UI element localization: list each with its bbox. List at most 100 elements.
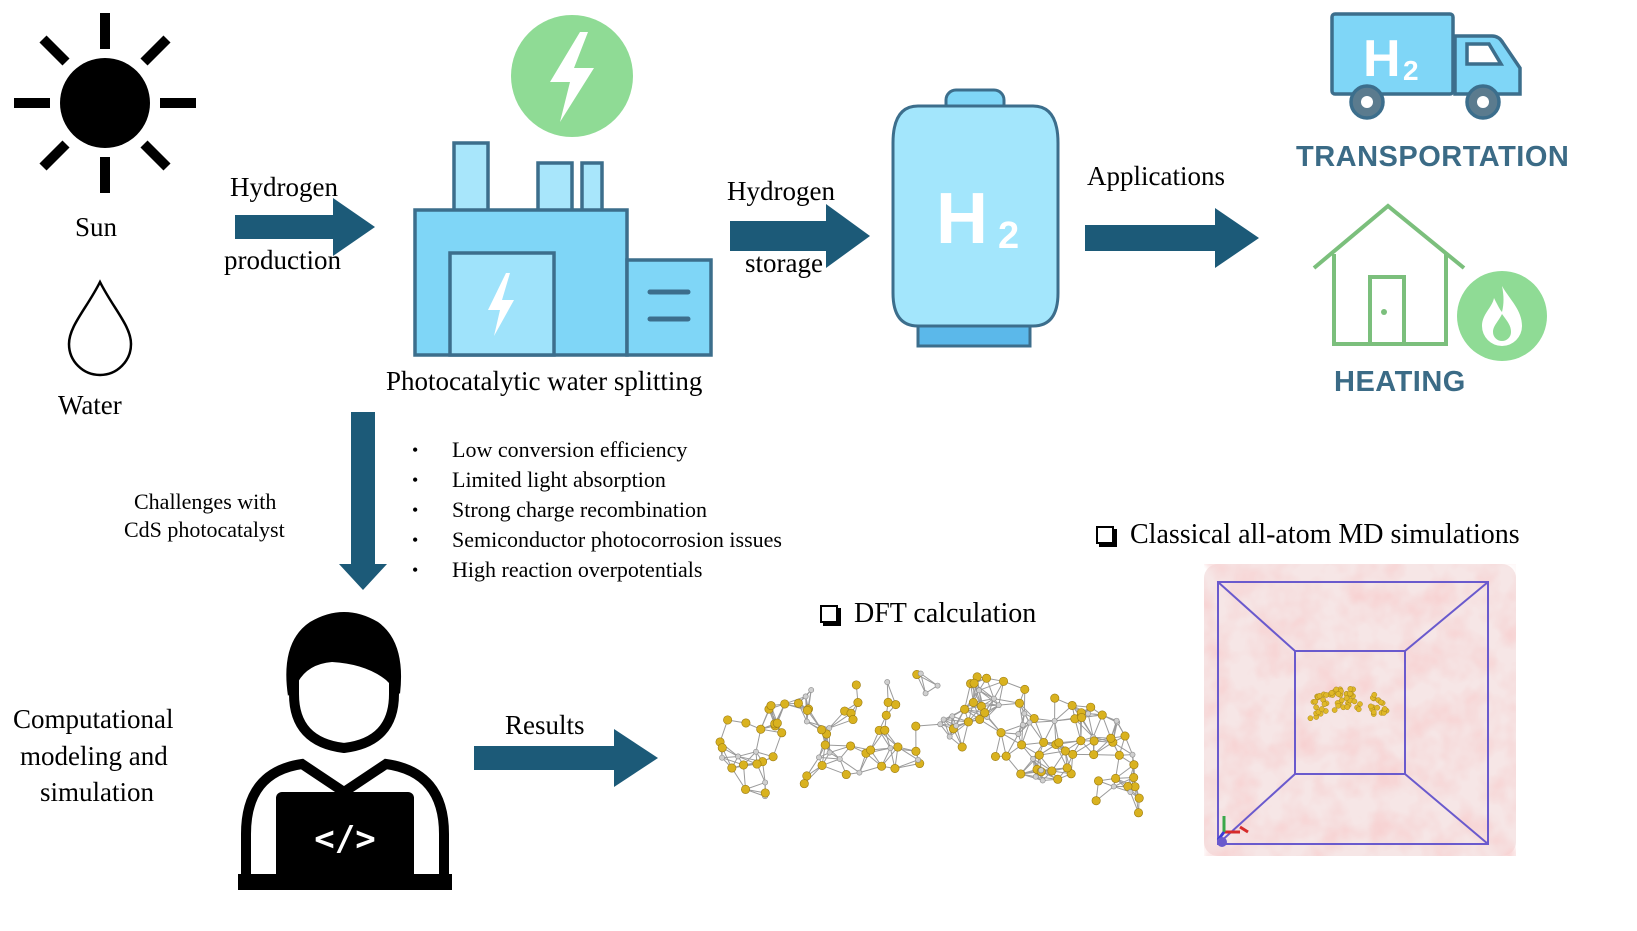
sulfur-atom [1017, 740, 1027, 750]
hydrogen-atom [1032, 773, 1039, 780]
cluster-atom [1312, 698, 1319, 705]
challenge-item: Low conversion efficiency [412, 435, 782, 465]
hydrogen-atom [826, 749, 833, 756]
sulfur-atom [957, 742, 967, 752]
sulfur-atom [881, 710, 891, 720]
cluster-atom [1333, 686, 1340, 693]
sulfur-atom [968, 698, 978, 708]
sulfur-atom [741, 718, 751, 728]
hydrogen-atom [934, 682, 941, 689]
sulfur-atom [1067, 700, 1077, 710]
hydrogen-atom [922, 690, 929, 697]
sulfur-atom [1029, 713, 1039, 723]
storage-arrow [730, 204, 870, 268]
md-heading: Classical all-atom MD simulations [1096, 519, 1520, 551]
cluster-atom [1338, 697, 1345, 704]
hydrogen-atom [884, 679, 891, 685]
sulfur-atom [866, 745, 876, 755]
hydrogen-atom [946, 733, 953, 740]
challenge-item: Strong charge recombination [412, 495, 782, 525]
sulfur-atom [766, 701, 776, 711]
hydrogen-atom [735, 753, 741, 760]
sulfur-atom [820, 740, 830, 750]
hydrogen-atom [1030, 755, 1036, 762]
hydrogen-atom [940, 716, 947, 723]
hydrogen-atom [1038, 767, 1045, 774]
truck-subscript: 2 [1403, 55, 1419, 86]
dft-molecule-image [715, 670, 1144, 818]
sulfur-atom [793, 698, 803, 708]
sulfur-atom [999, 676, 1009, 686]
cluster-atom [1367, 703, 1374, 710]
md-simulation-box-image [1204, 564, 1516, 856]
sulfur-atom [768, 752, 778, 762]
programmer-icon: </> [238, 612, 452, 890]
sulfur-atom [890, 763, 900, 773]
hydrogen-atom [836, 756, 843, 762]
hydrogen-atom [802, 693, 809, 700]
cluster-atom [1347, 686, 1354, 692]
sulfur-atom [846, 741, 856, 751]
storage-arrow-label-line2: storage [745, 248, 823, 278]
dft-heading: DFT calculation [820, 598, 1036, 630]
sulfur-atom [911, 746, 921, 756]
cluster-atom [1318, 706, 1325, 712]
sulfur-atom [1129, 773, 1139, 783]
sulfur-atom [756, 724, 766, 734]
sulfur-atom [1097, 710, 1107, 720]
sulfur-atom [982, 673, 992, 683]
factory-caption: Photocatalytic water splitting [386, 366, 703, 396]
hydrogen-atom [816, 754, 822, 761]
sulfur-atom [1060, 746, 1070, 756]
computational-label-line1: Computational [13, 704, 174, 734]
hydrogen-atom [937, 721, 944, 728]
sulfur-atom [817, 725, 827, 735]
sulfur-atom [1034, 750, 1044, 760]
cluster-atom [1323, 692, 1330, 698]
sulfur-atom [802, 771, 812, 781]
sulfur-atom [1053, 774, 1063, 784]
hydrogen-atom [762, 779, 769, 786]
cluster-atom [1331, 707, 1338, 713]
cluster-atom [1371, 691, 1378, 698]
sulfur-atom [980, 708, 990, 718]
sulfur-atom [1014, 698, 1024, 708]
sulfur-atom [1050, 693, 1060, 703]
hydrogen-atom [803, 718, 810, 725]
sulfur-atom [841, 770, 851, 780]
cluster-atom [1355, 706, 1362, 713]
hydrogen-atom [808, 687, 815, 693]
tank-subscript: 2 [998, 215, 1019, 257]
cluster-atom [1335, 691, 1342, 697]
production-arrow-label-line1: Hydrogen [230, 172, 338, 202]
hydrogen-atom [1110, 783, 1117, 790]
factory-icon [413, 141, 713, 357]
sun-label: Sun [75, 212, 118, 242]
md-label: Classical all-atom MD simulations [1130, 519, 1520, 550]
results-arrow [474, 729, 658, 787]
truck-h-label: H [1363, 30, 1401, 88]
sulfur-atom [1111, 773, 1121, 783]
sulfur-atom [1089, 750, 1099, 760]
hydrogen-tank-icon: H 2 [891, 88, 1060, 348]
sulfur-atom [1054, 738, 1064, 748]
sulfur-atom [817, 760, 827, 770]
cluster-atom [1381, 706, 1388, 712]
sulfur-atom [1001, 751, 1011, 761]
sulfur-atom [1086, 702, 1096, 712]
sulfur-atom [996, 728, 1006, 738]
sulfur-atom [975, 714, 985, 724]
hydrogen-atom [976, 687, 982, 694]
sulfur-atom [772, 718, 782, 728]
sulfur-atom [1077, 713, 1087, 723]
cluster-atom [1328, 690, 1335, 696]
cluster-atom [1316, 693, 1323, 699]
sulfur-atom [969, 678, 979, 688]
house-icon [1312, 203, 1466, 346]
hydrogen-atom [1026, 719, 1033, 726]
water-drop-icon [67, 279, 133, 377]
sulfur-atom [1093, 776, 1103, 786]
sulfur-atom [1120, 731, 1130, 741]
heating-label: HEATING [1334, 366, 1466, 398]
hydrogen-atom [1039, 777, 1046, 784]
